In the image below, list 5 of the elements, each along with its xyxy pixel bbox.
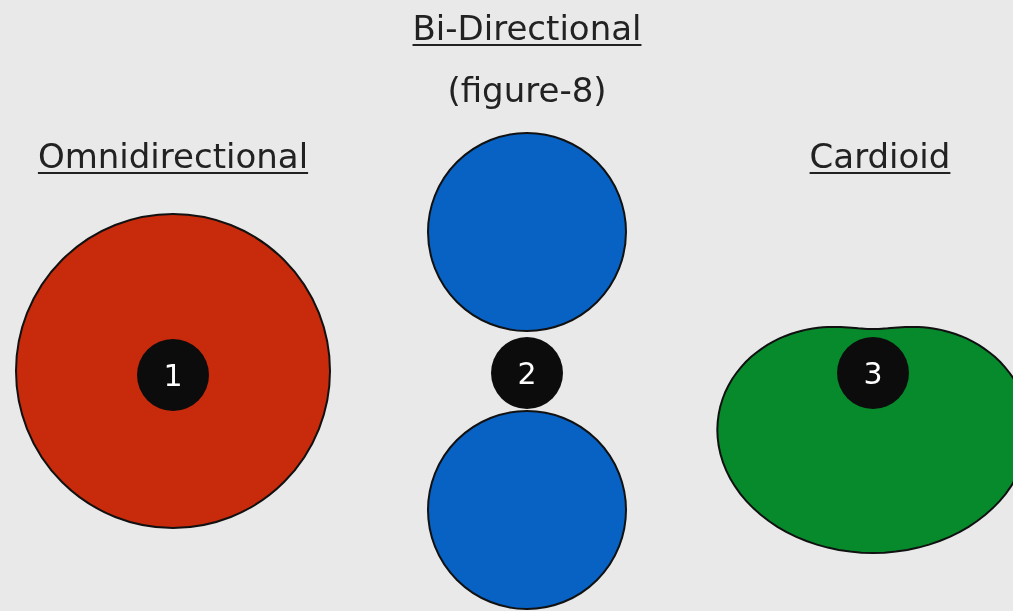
number-badge: 2 [491, 337, 563, 409]
pattern-subheading: (figure-8) [447, 70, 607, 110]
pattern-heading: Omnidirectional [37, 136, 309, 176]
pattern-heading: Bi-Directional [412, 8, 642, 48]
pattern-heading: Cardioid [809, 136, 951, 176]
